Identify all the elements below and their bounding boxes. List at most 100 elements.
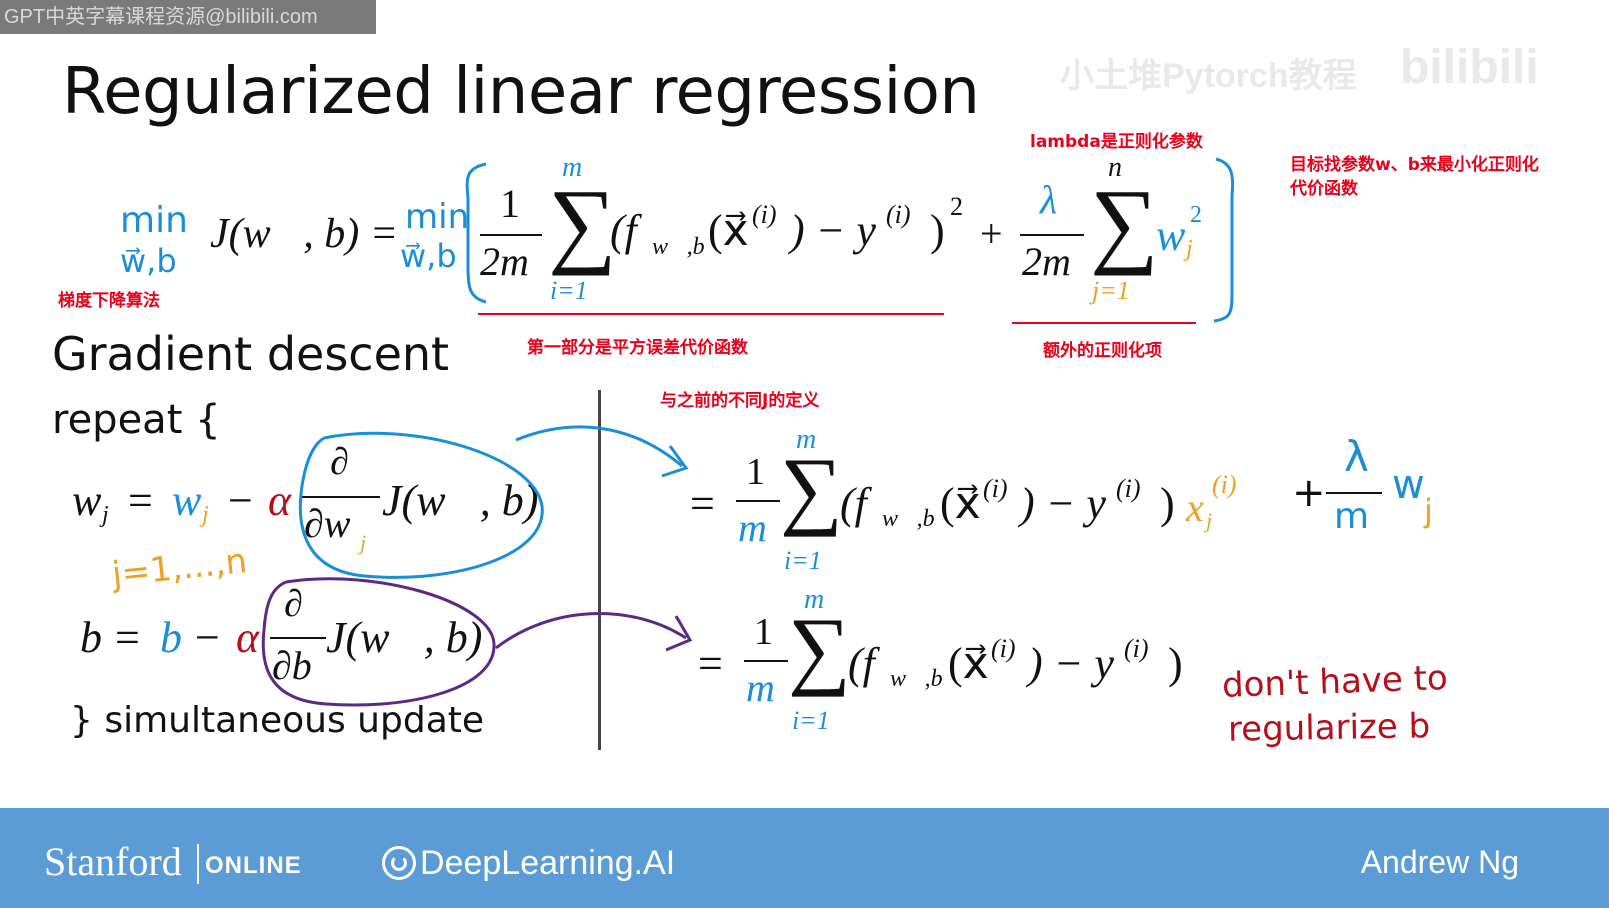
handwritten-note-line1: don't have to bbox=[1221, 658, 1449, 706]
rb-f-sub: w⃗,b bbox=[890, 666, 943, 692]
w-derivative-circle bbox=[298, 431, 544, 579]
rb-m: m bbox=[746, 665, 775, 710]
rb-close: ) bbox=[1168, 639, 1183, 688]
rw-f-sub: w⃗,b bbox=[882, 506, 935, 532]
sum2-upper: n bbox=[1108, 152, 1122, 183]
frac1-bar bbox=[480, 234, 542, 236]
partial-num: ∂ bbox=[330, 441, 349, 483]
sum2-lower: j=1 bbox=[1092, 276, 1130, 305]
watermark-text: GPT中英字幕课程资源@bilibili.com bbox=[0, 0, 376, 34]
w-update-minus: − bbox=[228, 476, 253, 525]
partial-num-2: ∂ bbox=[284, 583, 303, 625]
b-derivative-circle bbox=[261, 577, 496, 707]
f-open: (f bbox=[610, 206, 637, 255]
w-update-J: J(w⃗, b) bbox=[382, 476, 539, 525]
sum1-upper: m bbox=[562, 152, 583, 183]
frac2-denominator: 2m bbox=[1022, 239, 1071, 284]
rw-eq: = bbox=[690, 479, 715, 528]
partial-w: ∂w bbox=[304, 501, 351, 546]
bilibili-logo: bilibili bbox=[1400, 41, 1539, 94]
term1-close: ) bbox=[930, 206, 945, 255]
min-operator-2: min bbox=[405, 197, 470, 237]
alpha-symbol-2: α bbox=[236, 613, 260, 662]
rw-wj-sub: j bbox=[1424, 492, 1433, 530]
square-exponent: 2 bbox=[950, 192, 963, 221]
b-arrow bbox=[495, 612, 693, 652]
rw-f: (f bbox=[840, 479, 867, 528]
handwritten-note-line2: regularize b bbox=[1227, 706, 1431, 750]
goal-note-line1: 目标找参数w、b来最小化正则化 bbox=[1290, 155, 1539, 175]
rb-minus-y: ) − y bbox=[1028, 639, 1114, 688]
w-update-lhs-sub: j bbox=[102, 502, 109, 528]
right-bracket bbox=[1213, 157, 1235, 323]
w-subscript: j bbox=[1186, 236, 1193, 262]
goal-note-line2: 代价函数 bbox=[1290, 179, 1358, 199]
x-superscript: (i) bbox=[752, 200, 777, 229]
rw-sum-upper: m bbox=[796, 424, 817, 455]
rw-minus-y: ) − y bbox=[1020, 479, 1106, 528]
slide-title: Regularized linear regression bbox=[62, 55, 980, 129]
y-superscript: (i) bbox=[886, 200, 911, 229]
repeat-open: repeat { bbox=[52, 397, 221, 443]
minus-y: ) − y bbox=[790, 206, 876, 255]
frac2-bar bbox=[1020, 234, 1084, 236]
rw-close: ) bbox=[1160, 479, 1175, 528]
rw-lambda: λ bbox=[1344, 432, 1369, 481]
b-update-lhs: b bbox=[80, 613, 102, 662]
rw-wj: w bbox=[1392, 462, 1425, 508]
rb-sigma: ∑ bbox=[788, 601, 851, 698]
left-bracket bbox=[465, 162, 487, 304]
rw-xj-sup: (i) bbox=[1212, 470, 1237, 499]
extra-note: 额外的正则化项 bbox=[1043, 341, 1162, 361]
partial-w-sub: j bbox=[360, 530, 367, 555]
j-range: j=1,...,n bbox=[110, 541, 249, 595]
underline-extra bbox=[1012, 322, 1196, 324]
stanford-logo: Stanford bbox=[44, 839, 182, 884]
rb-frac-bar bbox=[744, 660, 788, 662]
w-arrow bbox=[515, 425, 689, 478]
rw-frac-bar bbox=[736, 500, 780, 502]
logo-separator bbox=[197, 844, 199, 884]
rb-eq: = bbox=[698, 639, 723, 688]
rw-xj: x bbox=[1186, 485, 1204, 530]
lambda-note: lambda是正则化参数 bbox=[1030, 132, 1203, 152]
rw-sigma: ∑ bbox=[780, 441, 843, 538]
min-subscript-2: w⃗,b bbox=[400, 237, 457, 275]
online-label: ONLINE bbox=[205, 852, 302, 879]
alpha-symbol: α bbox=[268, 476, 292, 525]
rw-x: (x⃗ bbox=[940, 479, 981, 528]
sigma-symbol-2: ∑ bbox=[1090, 169, 1159, 276]
frac1-denominator: 2m bbox=[480, 239, 529, 284]
deeplearning-logo: DeepLearning.AI bbox=[420, 844, 676, 882]
rb-x: (x⃗ bbox=[948, 639, 989, 688]
rw-lam-m: m bbox=[1334, 496, 1370, 537]
lambda-symbol: λ bbox=[1040, 177, 1058, 222]
rb-one: 1 bbox=[754, 611, 773, 653]
footer-bar: Stanford ONLINE DeepLearning.AI Andrew N… bbox=[0, 808, 1609, 908]
part1-note: 第一部分是平方误差代价函数 bbox=[527, 338, 748, 358]
rw-one: 1 bbox=[746, 451, 765, 493]
w-superscript: 2 bbox=[1190, 202, 1202, 228]
w-update-lhs: w bbox=[72, 476, 102, 525]
x-vector: (x⃗ bbox=[708, 206, 749, 255]
rb-sum-upper: m bbox=[804, 584, 825, 615]
b-update-rhs: b bbox=[160, 613, 182, 662]
partial-b: ∂b bbox=[272, 643, 312, 688]
rw-xj-sub: j bbox=[1206, 508, 1213, 533]
b-update-minus: − bbox=[195, 613, 220, 662]
cost-lhs: J(w⃗, b) = bbox=[210, 211, 399, 257]
plus-sign: + bbox=[980, 211, 1003, 256]
deeplearning-icon bbox=[382, 846, 416, 880]
rw-y-sup: (i) bbox=[1116, 474, 1141, 503]
w-term: w bbox=[1156, 211, 1186, 260]
frac1-numerator: 1 bbox=[500, 181, 520, 226]
w-update-rhs-sub: j bbox=[202, 502, 209, 528]
rw-lam-bar bbox=[1326, 492, 1382, 494]
rb-x-sup: (i) bbox=[991, 634, 1016, 663]
sigma-symbol: ∑ bbox=[548, 169, 617, 276]
rw-m: m bbox=[738, 505, 767, 550]
min-subscript: w⃗,b bbox=[120, 242, 177, 280]
rw-sum-lower: i=1 bbox=[784, 546, 822, 575]
w-frac-bar bbox=[302, 496, 380, 498]
gradient-title: Gradient descent bbox=[52, 327, 450, 381]
